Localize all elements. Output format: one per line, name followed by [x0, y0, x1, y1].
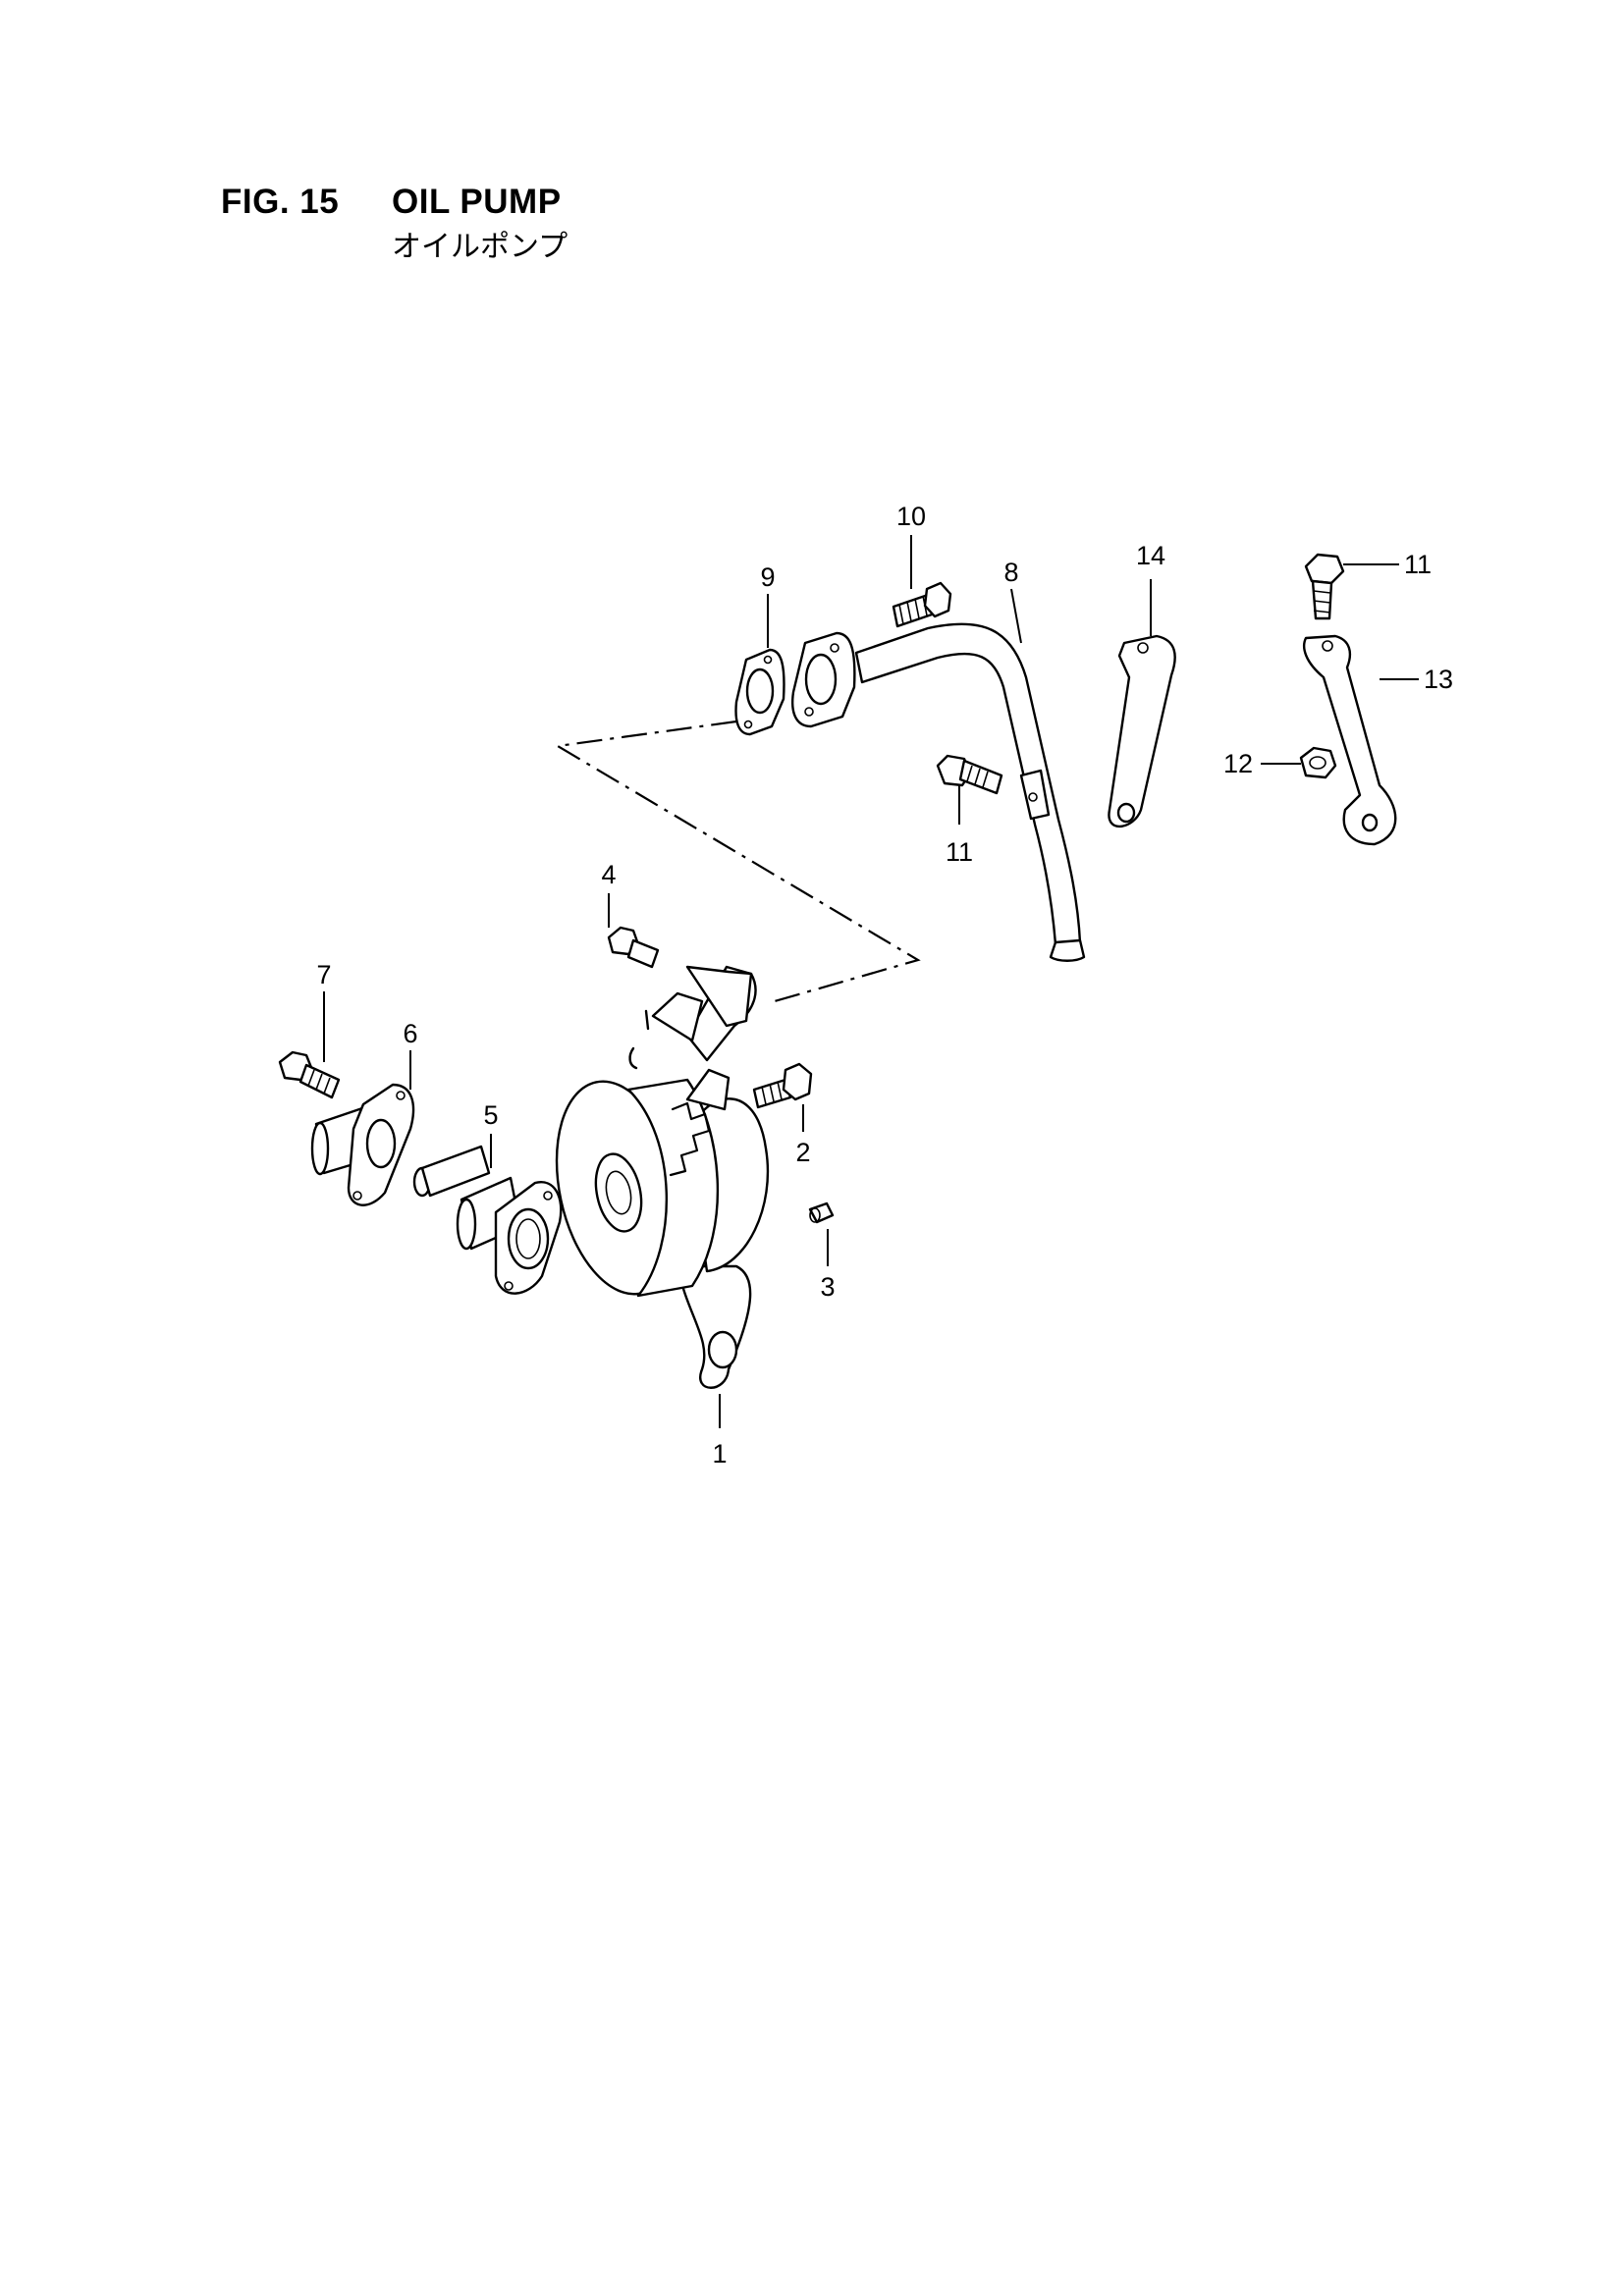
part-6-pipe-flange — [310, 1083, 415, 1206]
callout-8: 8 — [1003, 558, 1018, 587]
callout-1: 1 — [712, 1439, 727, 1468]
figure-subtitle: オイルポンプ — [392, 230, 568, 264]
part-13-bracket — [1302, 634, 1397, 846]
part-11-bolt-upper — [1304, 553, 1345, 620]
leader-8 — [1010, 588, 1022, 644]
part-10-bolt — [892, 581, 952, 628]
part-12-nut — [1299, 746, 1337, 779]
callout-12: 12 — [1223, 749, 1253, 778]
callout-2: 2 — [795, 1138, 810, 1167]
callout-6: 6 — [403, 1019, 417, 1048]
part-9-gasket — [734, 648, 785, 736]
part-1-oil-pump-body — [555, 965, 770, 1389]
part-4-bolt — [607, 926, 660, 969]
part-5-shaft-flange — [412, 1145, 563, 1295]
callout-11-upper: 11 — [1404, 550, 1432, 579]
part-7-bolt — [278, 1050, 341, 1099]
callout-9: 9 — [760, 562, 775, 592]
figure-number: FIG. 15 — [221, 183, 340, 221]
part-2-bolt — [752, 1062, 813, 1109]
callout-5: 5 — [483, 1100, 498, 1130]
callout-3: 3 — [820, 1272, 835, 1302]
callout-13: 13 — [1424, 665, 1453, 694]
callout-11-lower: 11 — [946, 837, 973, 867]
part-11-bolt-lower — [936, 754, 1003, 795]
part-14-bracket — [1108, 634, 1176, 828]
callout-4: 4 — [601, 860, 616, 889]
figure-title: OIL PUMP — [392, 183, 562, 221]
callout-7: 7 — [316, 960, 331, 989]
callout-14: 14 — [1136, 541, 1165, 570]
callout-10: 10 — [896, 502, 926, 531]
part-8-oil-pipe — [791, 622, 1086, 962]
part-3-pin — [808, 1201, 835, 1224]
assembly-line — [554, 720, 921, 1005]
